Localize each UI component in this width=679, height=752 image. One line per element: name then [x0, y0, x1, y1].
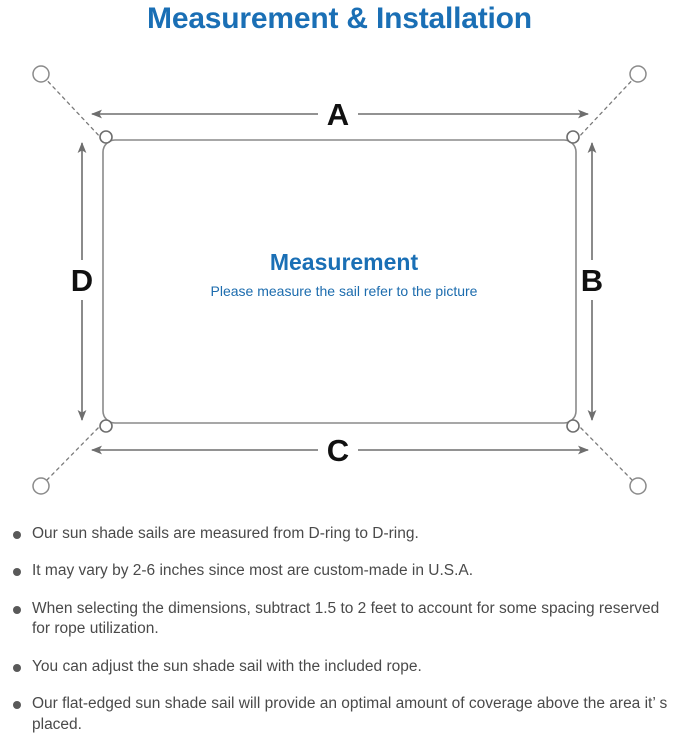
- list-item: Our flat-edged sun shade sail will provi…: [0, 694, 679, 735]
- anchor-bottom-left-icon: [32, 477, 50, 495]
- anchor-top-left-icon: [32, 65, 50, 83]
- measurement-diagram: A C D B Measurement Please measure the s…: [0, 52, 679, 512]
- anchor-top-right-icon: [629, 65, 647, 83]
- diagram-center-heading: Measurement: [270, 249, 419, 275]
- dimension-label-a: A: [327, 97, 349, 132]
- bullet-icon: [13, 531, 21, 539]
- d-ring-top-left-icon: [99, 130, 113, 144]
- dimension-label-b: B: [581, 263, 603, 298]
- bullet-icon: [13, 568, 21, 577]
- list-item: Our sun shade sails are measured from D-…: [0, 524, 679, 544]
- note-text: Our flat-edged sun shade sail will provi…: [32, 695, 668, 733]
- dimension-label-c: C: [327, 433, 349, 468]
- bullet-icon: [13, 605, 21, 614]
- d-ring-bottom-left-icon: [99, 419, 113, 433]
- list-item: When selecting the dimensions, subtract …: [0, 599, 679, 640]
- sail-rectangle: [102, 139, 577, 424]
- note-text: When selecting the dimensions, subtract …: [32, 599, 660, 638]
- note-text: You can adjust the sun shade sail with t…: [32, 657, 422, 675]
- rope-line-top-left: [40, 73, 104, 141]
- note-text: It may vary by 2-6 inches since most are…: [32, 562, 474, 580]
- d-ring-top-right-icon: [566, 130, 580, 144]
- bullet-icon: [13, 701, 21, 710]
- d-ring-bottom-right-icon: [566, 419, 580, 433]
- bullet-icon: [13, 663, 21, 672]
- page-title: Measurement & Installation: [147, 2, 532, 35]
- rope-line-top-right: [575, 73, 639, 141]
- list-item: It may vary by 2-6 inches since most are…: [0, 561, 679, 581]
- rope-line-bottom-right: [575, 422, 639, 487]
- notes-list: Our sun shade sails are measured from D-…: [0, 524, 679, 752]
- note-text: Our sun shade sails are measured from D-…: [32, 525, 419, 542]
- rope-line-bottom-left: [40, 422, 104, 487]
- dimension-label-d: D: [71, 263, 93, 298]
- list-item: You can adjust the sun shade sail with t…: [0, 657, 679, 677]
- anchor-bottom-right-icon: [629, 477, 647, 495]
- diagram-center-subtext: Please measure the sail refer to the pic…: [211, 283, 478, 299]
